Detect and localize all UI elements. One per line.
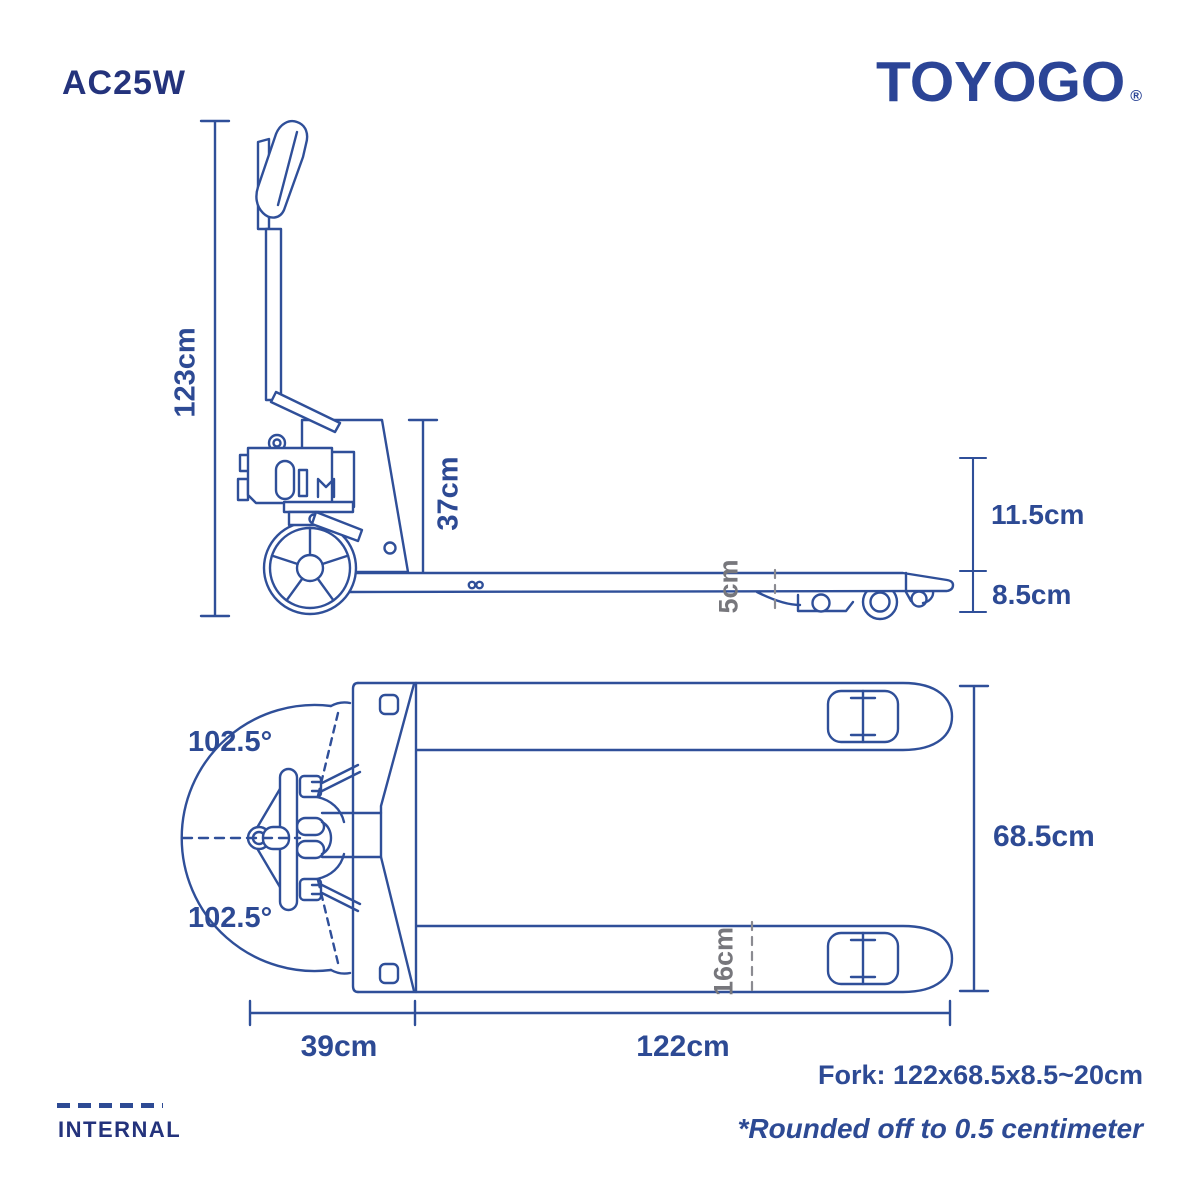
internal-watermark: INTERNAL <box>58 1117 182 1142</box>
side-view-steer-wheel <box>262 510 364 616</box>
registered-trademark-icon: ® <box>1130 88 1142 105</box>
dim-line-lift-heights <box>958 456 988 614</box>
fork-spec-summary: Fork: 122x68.5x8.5~20cm <box>818 1060 1143 1090</box>
brand-name: TOYOGO <box>876 50 1126 114</box>
dim-chassis-height: 37cm <box>432 456 465 531</box>
dim-fork-lowered-height: 8.5cm <box>992 579 1072 610</box>
dim-fork-length: 122cm <box>636 1030 730 1063</box>
dim-steering-angle-lower: 102.5° <box>188 902 273 934</box>
dim-head-length: 39cm <box>300 1030 378 1063</box>
dim-fork-tine-width: 16cm <box>708 926 739 997</box>
model-code: AC25W <box>62 64 187 102</box>
dim-overall-fork-width: 68.5cm <box>993 820 1095 853</box>
top-view-fork-rollers <box>826 689 900 986</box>
brand-logo: TOYOGO ® <box>876 54 1142 111</box>
dim-line-chassis-height <box>407 418 439 574</box>
dim-line-overall-width <box>958 684 990 993</box>
side-view-handle-pump <box>236 120 356 514</box>
dim-line-overall-height <box>199 119 231 618</box>
top-view-steering <box>181 763 362 913</box>
dim-overall-height: 123cm <box>169 327 202 418</box>
side-view-fork <box>348 541 955 594</box>
dim-steering-angle-upper: 102.5° <box>188 726 273 758</box>
internal-dashed-line <box>57 1103 163 1108</box>
steering-angle-arc <box>180 701 352 975</box>
dim-under-fork-clearance: 5cm <box>713 559 744 614</box>
dim-line-lengths <box>248 999 952 1027</box>
dim-lift-upper: 11.5cm <box>991 499 1085 530</box>
top-view-body <box>320 681 954 994</box>
rounding-note: *Rounded off to 0.5 centimeter <box>737 1113 1143 1144</box>
